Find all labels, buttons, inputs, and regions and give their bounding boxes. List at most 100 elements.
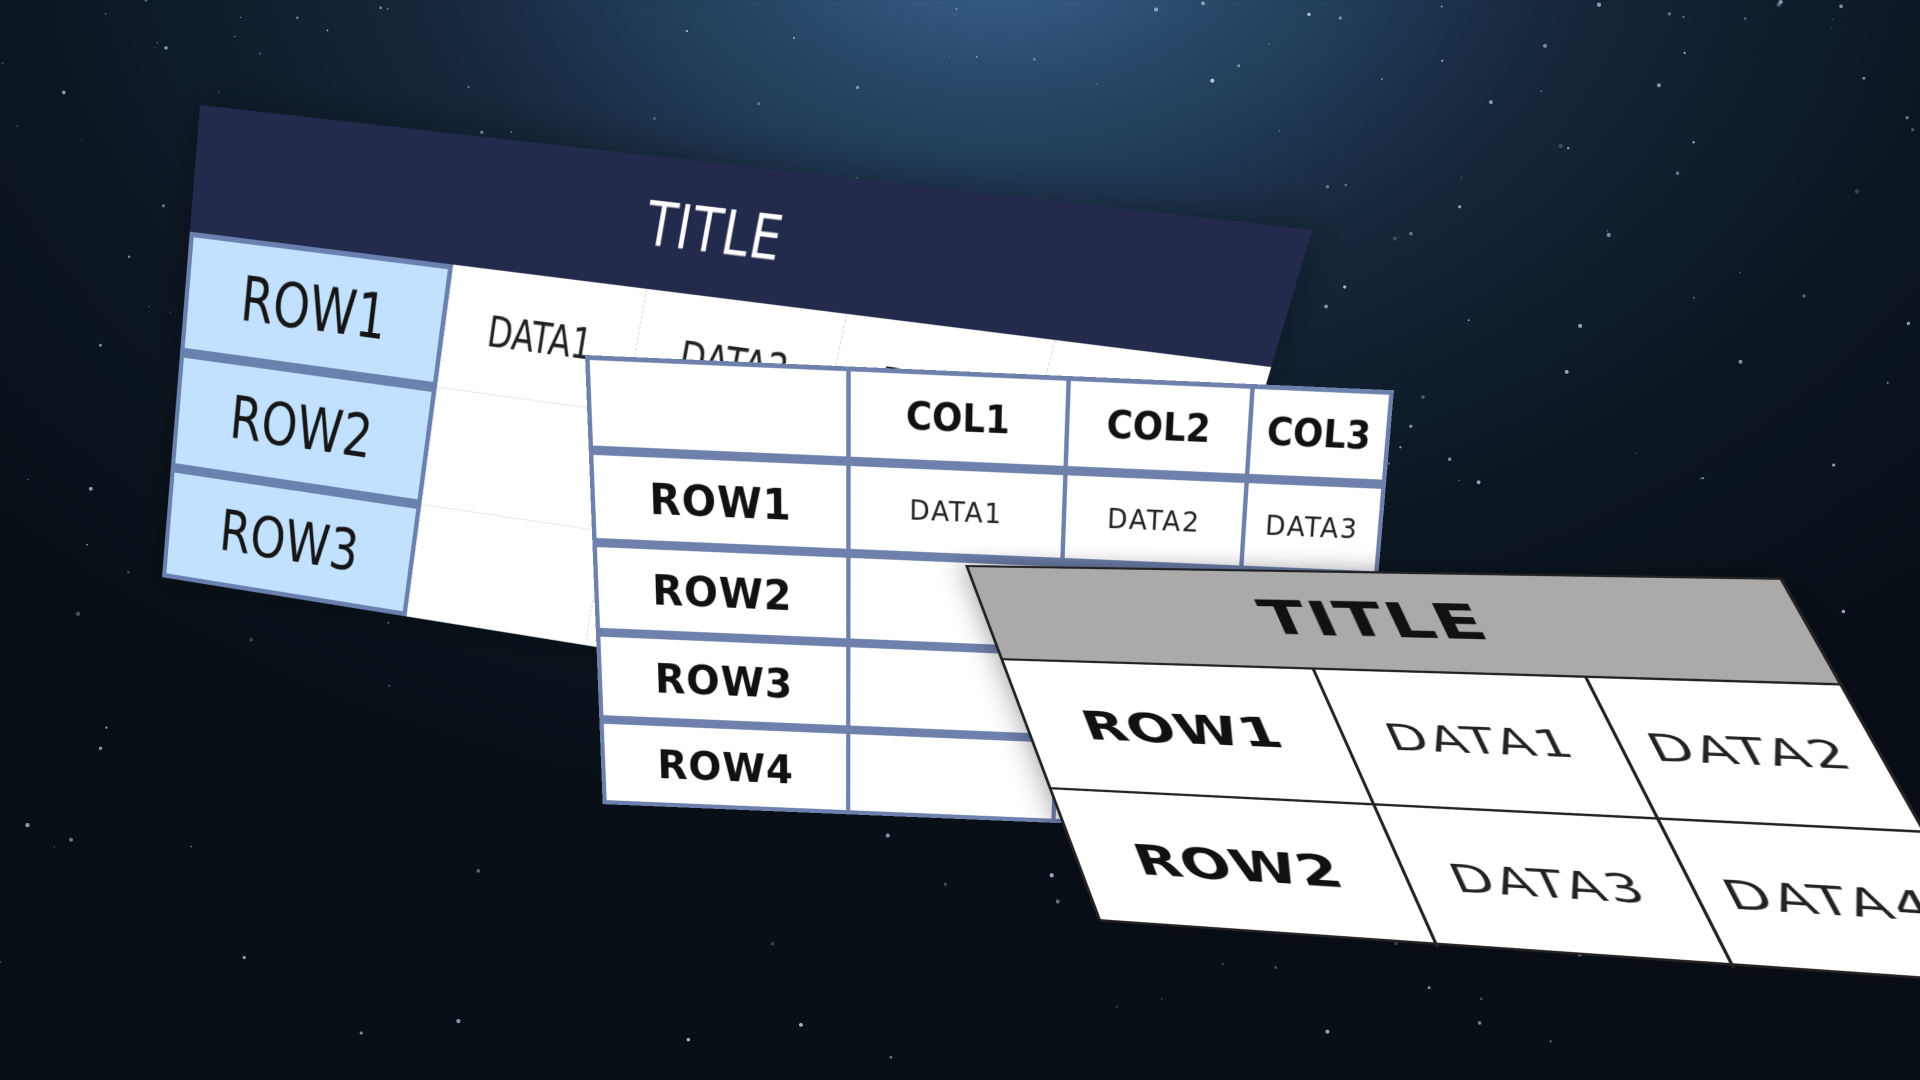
star-dot: [127, 255, 131, 259]
star-dot: [1467, 319, 1470, 322]
star-dot: [1115, 1005, 1118, 1008]
star-dot: [1635, 452, 1637, 454]
star-dot: [1237, 64, 1241, 68]
star-dot: [1578, 323, 1583, 328]
table-cell: DATA3: [1243, 483, 1382, 572]
row-header: ROW2: [596, 547, 847, 639]
star-dot: [1776, 2, 1781, 7]
star-dot: [1409, 424, 1413, 428]
star-dot: [1267, 43, 1270, 46]
star-dot: [240, 16, 242, 18]
star-dot: [1160, 997, 1163, 1000]
star-dot: [1778, 0, 1783, 5]
star-dot: [1701, 476, 1705, 480]
star-dot: [955, 8, 958, 10]
star-dot: [326, 29, 329, 32]
star-dot: [1307, 12, 1311, 17]
star-dot: [1683, 51, 1686, 54]
star-dot: [652, 116, 657, 121]
star-dot: [1210, 78, 1215, 83]
star-dot: [885, 833, 890, 838]
star-dot: [258, 52, 262, 55]
star-dot: [295, 16, 299, 20]
star-dot: [770, 941, 775, 946]
star-dot: [169, 311, 172, 313]
star-dot: [1911, 128, 1915, 132]
star-dot: [1841, 609, 1846, 614]
star-dot: [1427, 986, 1431, 990]
star-dot: [1905, 116, 1909, 120]
star-dot: [1744, 17, 1747, 20]
star-dot: [1540, 90, 1542, 93]
star-dot: [1421, 395, 1425, 399]
star-dot: [1274, 965, 1278, 969]
star-dot: [1549, 1040, 1552, 1043]
star-dot: [1297, 113, 1299, 115]
star-dot: [1055, 899, 1060, 904]
star-dot: [1692, 296, 1695, 299]
star-dot: [1667, 11, 1672, 16]
star-dot: [748, 109, 751, 111]
star-dot: [1886, 381, 1889, 384]
star-dot: [456, 1019, 461, 1024]
star-dot: [798, 1022, 803, 1027]
star-dot: [1542, 43, 1548, 48]
star-dot: [1343, 285, 1347, 289]
row-header: ROW3: [600, 636, 847, 726]
star-dot: [249, 637, 254, 642]
row-header: ROW4: [603, 723, 847, 811]
star-dot: [0, 961, 2, 964]
star-dot: [1278, 129, 1281, 132]
row-header: ROW1: [593, 454, 847, 549]
star-dot: [1862, 76, 1866, 80]
star-dot: [386, 8, 389, 10]
star-dot: [148, 305, 151, 308]
star-dot: [1095, 83, 1098, 86]
star-dot: [855, 85, 860, 90]
star-dot: [1692, 141, 1695, 144]
star-dot: [388, 684, 391, 687]
star-dot: [80, 138, 83, 141]
star-dot: [1154, 7, 1159, 12]
star-dot: [1344, 183, 1348, 187]
star-dot: [1458, 205, 1462, 209]
star-dot: [1606, 232, 1611, 238]
star-dot: [359, 1031, 363, 1035]
star-dot: [757, 102, 761, 106]
star-dot: [98, 343, 102, 347]
star-dot: [1441, 59, 1444, 62]
star-dot: [69, 837, 73, 842]
star-dot: [1222, 963, 1224, 965]
star-dot: [510, 131, 513, 133]
star-dot: [975, 55, 978, 58]
star-dot: [1460, 176, 1463, 179]
star-dot: [153, 47, 155, 49]
star-dot: [88, 486, 93, 491]
star-dot: [1325, 184, 1330, 189]
table-cell: DATA1: [850, 465, 1064, 558]
star-dot: [480, 130, 484, 134]
star-dot: [379, 6, 382, 10]
corner-cell: [589, 360, 847, 457]
star-dot: [1739, 271, 1742, 274]
star-dot: [86, 543, 89, 546]
star-dot: [467, 85, 470, 89]
star-dot: [53, 846, 56, 848]
star-dot: [948, 55, 951, 58]
star-dot: [217, 90, 220, 93]
star-dot: [164, 46, 168, 50]
star-dot: [1567, 147, 1570, 150]
star-dot: [105, 726, 108, 729]
table-cell: [850, 734, 1055, 819]
star-dot: [1338, 16, 1342, 20]
star-dot: [1399, 446, 1402, 449]
column-header: COL3: [1249, 388, 1390, 480]
star-dot: [1489, 100, 1493, 104]
star-dot: [1906, 321, 1911, 326]
star-dot: [1675, 171, 1680, 175]
star-dot: [1738, 359, 1743, 364]
star-dot: [1564, 370, 1569, 374]
star-dot: [1682, 15, 1685, 18]
star-dot: [98, 746, 103, 751]
star-dot: [1802, 294, 1806, 298]
